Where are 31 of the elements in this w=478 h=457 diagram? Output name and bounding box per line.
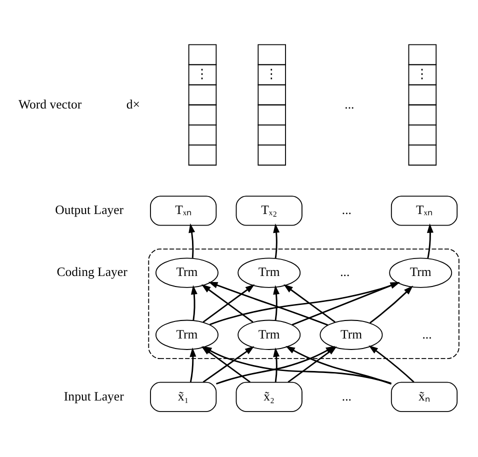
arrow — [190, 284, 198, 320]
node-box: x̃ₙ — [390, 381, 458, 412]
arrow — [368, 344, 414, 382]
arrow — [273, 284, 280, 320]
node-ellipse: Trm — [156, 319, 218, 350]
node-box: x̃₁ — [150, 381, 217, 412]
arrow — [284, 284, 336, 322]
label: Word vector — [18, 96, 82, 111]
label: ... — [340, 264, 350, 279]
label: Input Layer — [64, 388, 124, 403]
arrow — [190, 346, 196, 382]
label: Output Layer — [55, 202, 124, 217]
node-box: Tₓ₂ — [236, 195, 302, 226]
label: ... — [422, 326, 432, 341]
label: ... — [342, 388, 352, 403]
node-box: x̃₂ — [236, 381, 302, 412]
arrow — [370, 285, 414, 323]
arrow — [208, 281, 328, 326]
arrow — [273, 223, 280, 258]
node-ellipse: Trm — [320, 319, 383, 350]
label: ... — [344, 96, 354, 111]
label: Coding Layer — [56, 264, 128, 279]
arrow — [426, 222, 434, 258]
node-box: Tₓₙ — [150, 195, 217, 226]
label: ... — [342, 202, 352, 217]
arrow — [188, 222, 196, 258]
node-ellipse: Trm — [238, 257, 301, 288]
arrow — [273, 346, 280, 382]
node-ellipse: Trm — [238, 319, 301, 350]
label: d× — [126, 96, 140, 111]
node-box: Tₓₙ — [390, 195, 458, 226]
